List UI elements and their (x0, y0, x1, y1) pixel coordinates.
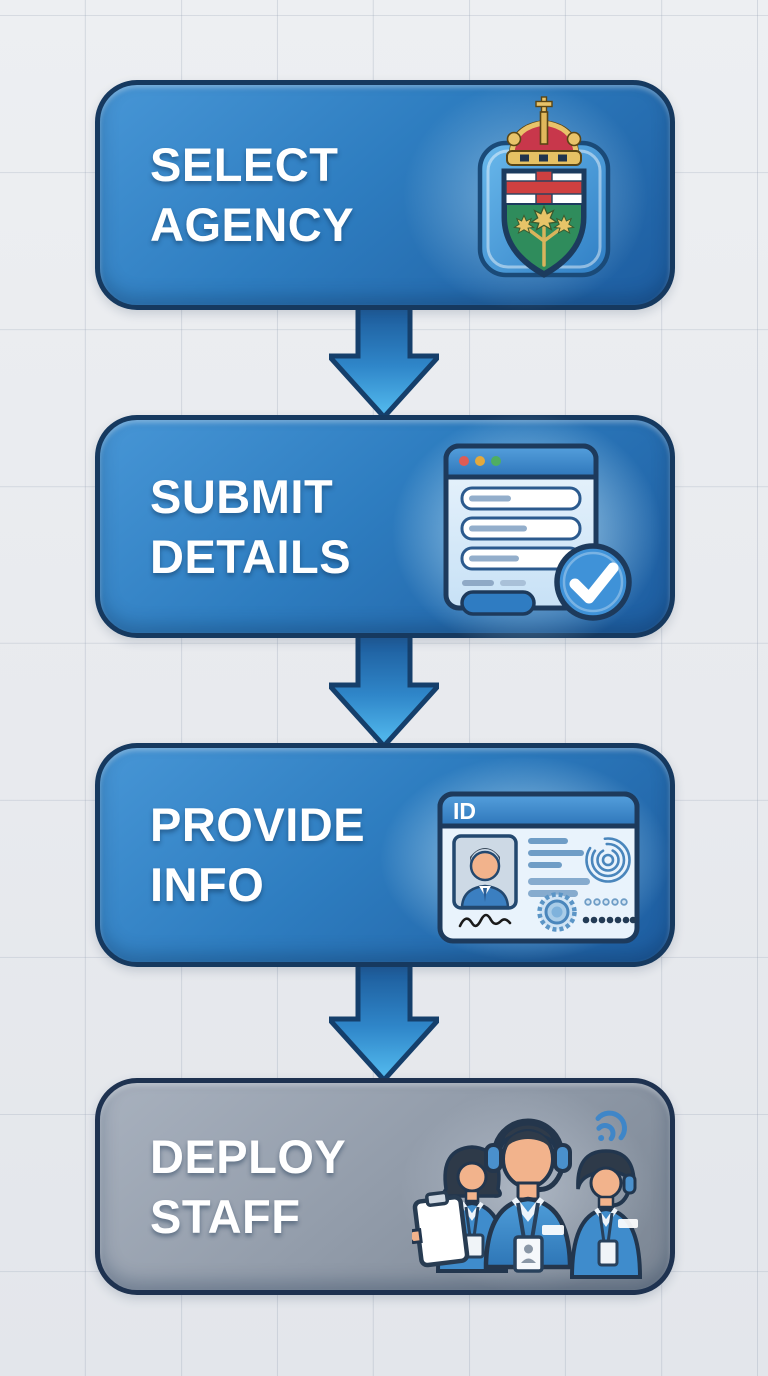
step-label-line2: DETAILS (150, 529, 352, 583)
window-dot-red (459, 456, 469, 466)
checkmark-circle-icon (554, 543, 632, 621)
window-dot-yellow (475, 456, 485, 466)
fingerprint-icon (585, 837, 631, 883)
id-badge-icon (513, 1235, 544, 1273)
step-deploy-staff: DEPLOY STAFF (95, 1078, 675, 1295)
step-label: SELECT AGENCY (150, 135, 354, 255)
step-label-line1: SUBMIT (150, 469, 334, 523)
step-select-agency: SELECT AGENCY (95, 80, 675, 311)
step-label: DEPLOY STAFF (150, 1127, 346, 1247)
staff-team-icon (412, 1093, 650, 1293)
id-text-lines (528, 838, 590, 897)
down-arrow-icon (329, 962, 439, 1083)
step-label: SUBMIT DETAILS (150, 467, 351, 587)
dot-rows (582, 898, 637, 924)
down-arrow-icon (329, 304, 439, 420)
down-arrow-icon (329, 633, 439, 749)
step-label-line1: SELECT (150, 138, 339, 191)
step-label-line2: INFO (150, 858, 265, 911)
staff-woman-icon (412, 1145, 509, 1273)
id-card-label: ID (453, 798, 476, 824)
ontario-shield-icon (501, 168, 587, 278)
form-fields-icon (460, 486, 582, 616)
step-label: PROVIDE INFO (150, 795, 365, 915)
ontario-coat-of-arms-icon (466, 95, 622, 295)
submit-button-icon (460, 590, 536, 616)
id-photo-icon (452, 834, 518, 910)
step-label-line1: DEPLOY (150, 1129, 347, 1183)
staff-man-center-icon (483, 1118, 573, 1273)
step-label-line2: STAFF (150, 1189, 301, 1243)
step-submit-details: SUBMIT DETAILS (95, 412, 675, 652)
step-label-line2: AGENCY (150, 198, 355, 251)
seal-icon (537, 892, 577, 932)
staff-man-right-icon (569, 1149, 643, 1279)
signature-icon (458, 913, 512, 928)
form-submission-icon (442, 440, 634, 624)
clipboard-icon (412, 1190, 470, 1268)
window-dot-green (491, 456, 501, 466)
step-label-line1: PROVIDE (150, 798, 366, 851)
step-provide-info: PROVIDE INFO ID (95, 743, 675, 967)
name-tag-icon (542, 1225, 564, 1235)
crown-icon (506, 96, 582, 166)
wifi-signal-icon (595, 1110, 627, 1142)
id-card-icon: ID (436, 790, 642, 946)
